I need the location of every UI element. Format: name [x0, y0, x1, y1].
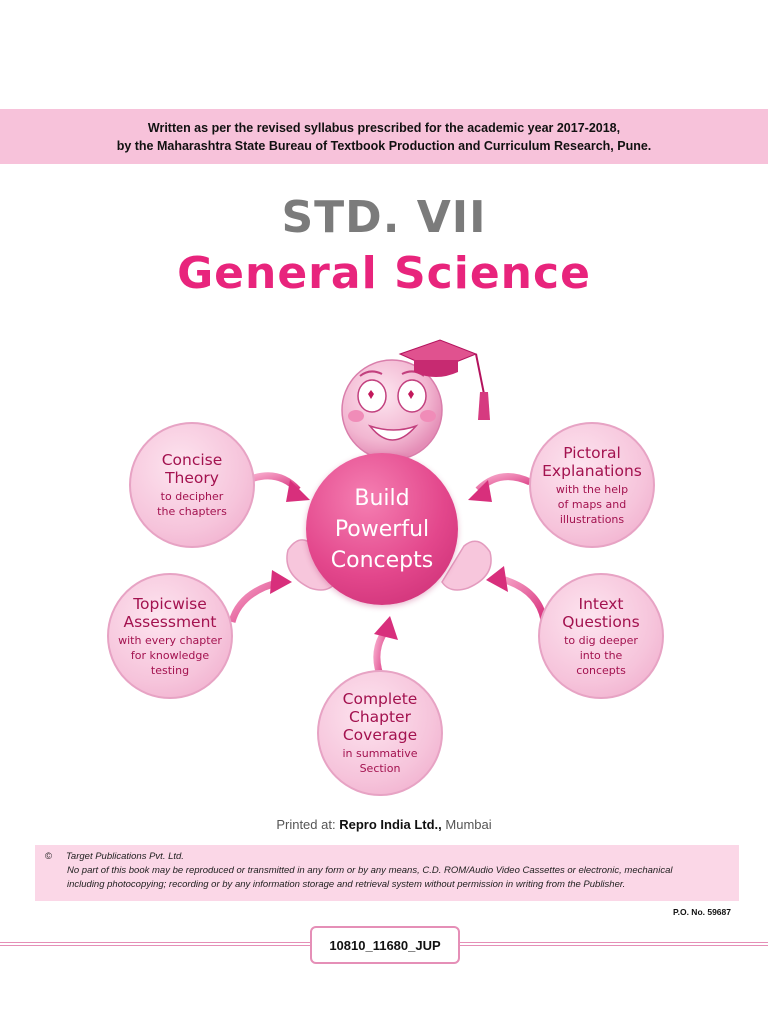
bubble-title-line: Chapter [349, 708, 411, 726]
center-line-1: Build [354, 485, 410, 511]
printed-at: Printed at: Repro India Ltd., Mumbai [0, 817, 768, 832]
banner-line-1: Written as per the revised syllabus pres… [147, 120, 621, 135]
bubble-title-line: Concise [161, 451, 223, 469]
curved-arrow-icon [246, 472, 310, 502]
bubble-subtitle-line: Section [359, 762, 401, 775]
center-bubble: Build Powerful Concepts [306, 453, 458, 605]
banner-line-2: by the Maharashtra State Bureau of Textb… [116, 138, 652, 153]
bubble-pictoral-explanations: Pictoral Explanations with the help of m… [529, 422, 655, 548]
bubble-subtitle-line: in summative [342, 747, 418, 760]
mascot-face-icon [341, 359, 443, 461]
bubble-title-line: Coverage [342, 726, 418, 744]
bubble-subtitle-line: illustrations [559, 512, 625, 526]
copyright-line-1: No part of this book may be reproduced o… [67, 865, 673, 876]
graduation-cap-icon [398, 339, 490, 420]
bubble-title-line: Intext [578, 594, 624, 613]
bubble-concise-theory: Concise Theory to decipher the chapters [129, 422, 255, 548]
curved-arrow-icon [228, 570, 292, 624]
bubble-title-line: Assessment [123, 612, 217, 631]
bubble-title-line: Explanations [542, 461, 642, 480]
bubble-topicwise-assessment: Topicwise Assessment with every chapter … [107, 573, 233, 699]
bubble-intext-questions: Intext Questions to dig deeper into the … [538, 573, 664, 699]
bubble-subtitle-line: to dig deeper [564, 633, 638, 647]
copyright-line-2: including photocopying; recording or by … [67, 879, 626, 890]
bubble-complete-chapter-coverage: Complete Chapter Coverage in summative S… [317, 670, 443, 796]
bubble-title-line: Topicwise [133, 594, 207, 613]
bubble-title-line: Complete [342, 690, 418, 708]
concept-diagram: Build Powerful Concepts Concise Theory t… [0, 330, 768, 810]
printer-name: Repro India Ltd., [339, 817, 442, 832]
bubble-subtitle-line: testing [150, 663, 190, 677]
syllabus-banner: Written as per the revised syllabus pres… [0, 109, 768, 164]
bubble-title-line: Questions [562, 612, 640, 631]
bubble-subtitle-line: concepts [576, 663, 626, 677]
bubble-title-line: Pictoral [563, 443, 621, 462]
bubble-subtitle-line: to decipher [160, 490, 224, 503]
copyright-owner: Target Publications Pvt. Ltd. [66, 851, 184, 862]
book-code: 10810_11680_JUP [310, 926, 460, 964]
bubble-title-line: Theory [165, 469, 219, 487]
curved-arrow-icon [486, 566, 548, 621]
bubble-subtitle-line: with the help [555, 482, 629, 496]
bubble-subtitle-line: the chapters [157, 505, 227, 518]
printer-city: Mumbai [445, 817, 492, 832]
copyright-symbol: © [45, 851, 52, 862]
copyright-notice: © Target Publications Pvt. Ltd. No part … [35, 845, 739, 901]
bubble-subtitle-line: into the [579, 648, 623, 662]
bubble-subtitle-line: for knowledge [130, 648, 210, 662]
curved-arrow-icon [468, 473, 532, 502]
standard-title: STD. VII [281, 192, 487, 243]
bubble-subtitle-line: of maps and [557, 497, 627, 511]
subject-title: General Science [177, 248, 591, 299]
po-number: P.O. No. 59687 [673, 907, 731, 917]
bubble-subtitle-line: with every chapter [118, 633, 222, 647]
center-line-2: Powerful [334, 516, 430, 542]
center-line-3: Concepts [330, 547, 434, 573]
printed-label: Printed at: [276, 817, 336, 832]
